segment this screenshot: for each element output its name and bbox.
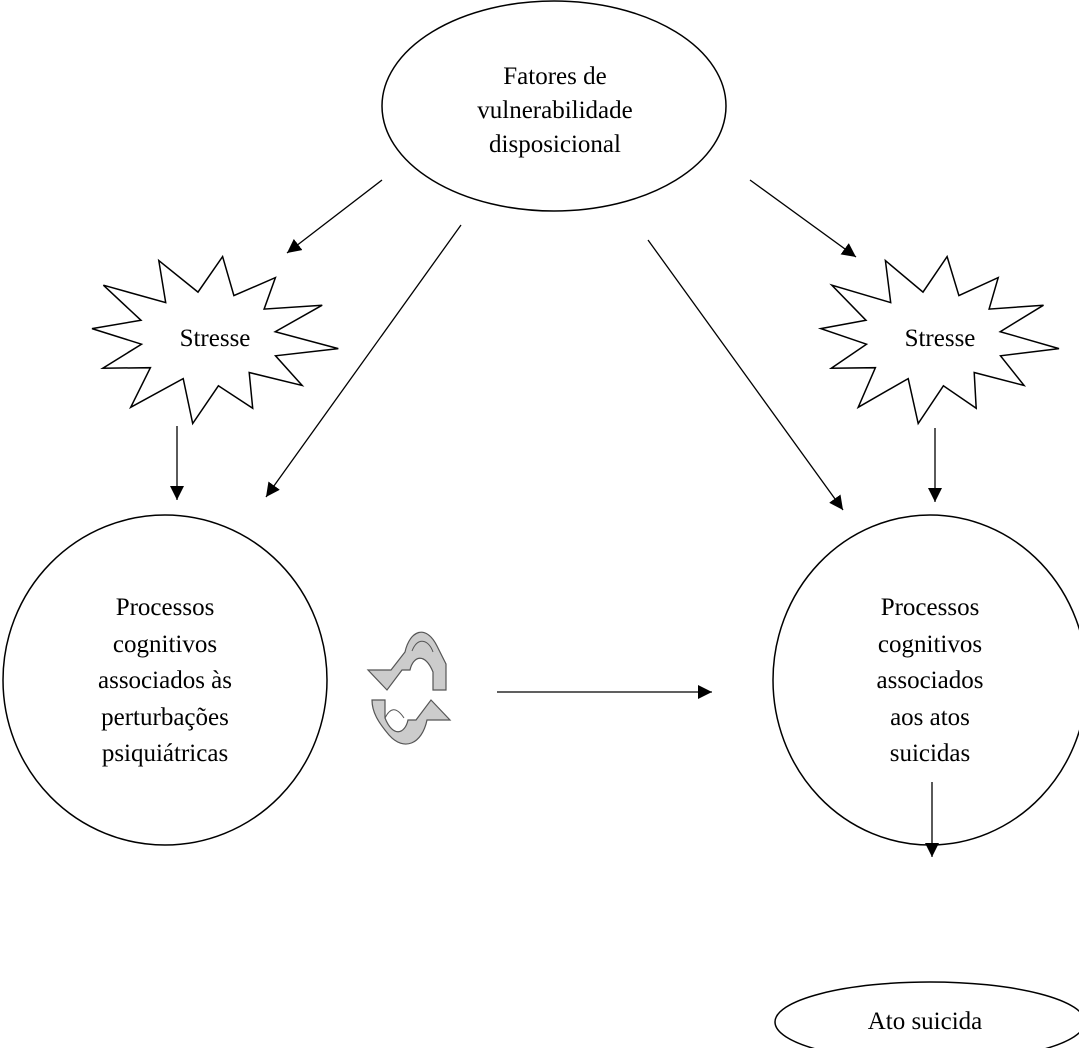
- process-suicidal-line-2: cognitivos: [877, 630, 983, 658]
- process-psychiatric-line-2: cognitivos: [112, 630, 218, 658]
- stress-left-starburst: [91, 254, 339, 426]
- process-psychiatric-label: Processos cognitivos associados às pertu…: [20, 590, 310, 773]
- stress-left-label: Stresse: [179, 325, 251, 352]
- vulnerability-line-3: disposicional: [489, 131, 621, 158]
- suicidal-act-label: Ato suicida: [867, 1008, 983, 1035]
- process-psychiatric-circle: [2, 514, 328, 846]
- stress-right-label: Stresse: [904, 325, 976, 352]
- vulnerability-ellipse: [381, 0, 727, 212]
- edge-vulnerability-to-process-psychiatric: [265, 224, 462, 498]
- process-suicidal-label: Processos cognitivos associados aos atos…: [790, 590, 1070, 773]
- process-suicidal-line-3: associados: [876, 667, 984, 694]
- process-psychiatric-line-4: perturbações: [101, 703, 229, 731]
- process-suicidal-line-1: Processos: [880, 594, 980, 621]
- process-psychiatric-line-1: Processos: [115, 594, 215, 621]
- suicidal-act-ellipse: [774, 981, 1079, 1048]
- vulnerability-label: Fatores de vulnerabilidade disposicional: [405, 60, 705, 162]
- process-suicidal-line-4: aos atos: [890, 703, 970, 731]
- vulnerability-line-2: vulnerabilidade: [477, 97, 633, 124]
- process-suicidal-line-5: suicidas: [889, 740, 971, 767]
- edge-vulnerability-to-process-suicidal: [647, 239, 844, 511]
- stress-right-starburst: [817, 254, 1060, 426]
- refresh-cycle-icon: [366, 631, 452, 745]
- edge-vulnerability-to-stress-right: [749, 179, 857, 258]
- process-psychiatric-line-5: psiquiátricas: [101, 740, 229, 767]
- vulnerability-line-1: Fatores de: [503, 63, 607, 90]
- edge-vulnerability-to-stress-left: [286, 179, 383, 254]
- process-psychiatric-line-3: associados às: [98, 667, 232, 694]
